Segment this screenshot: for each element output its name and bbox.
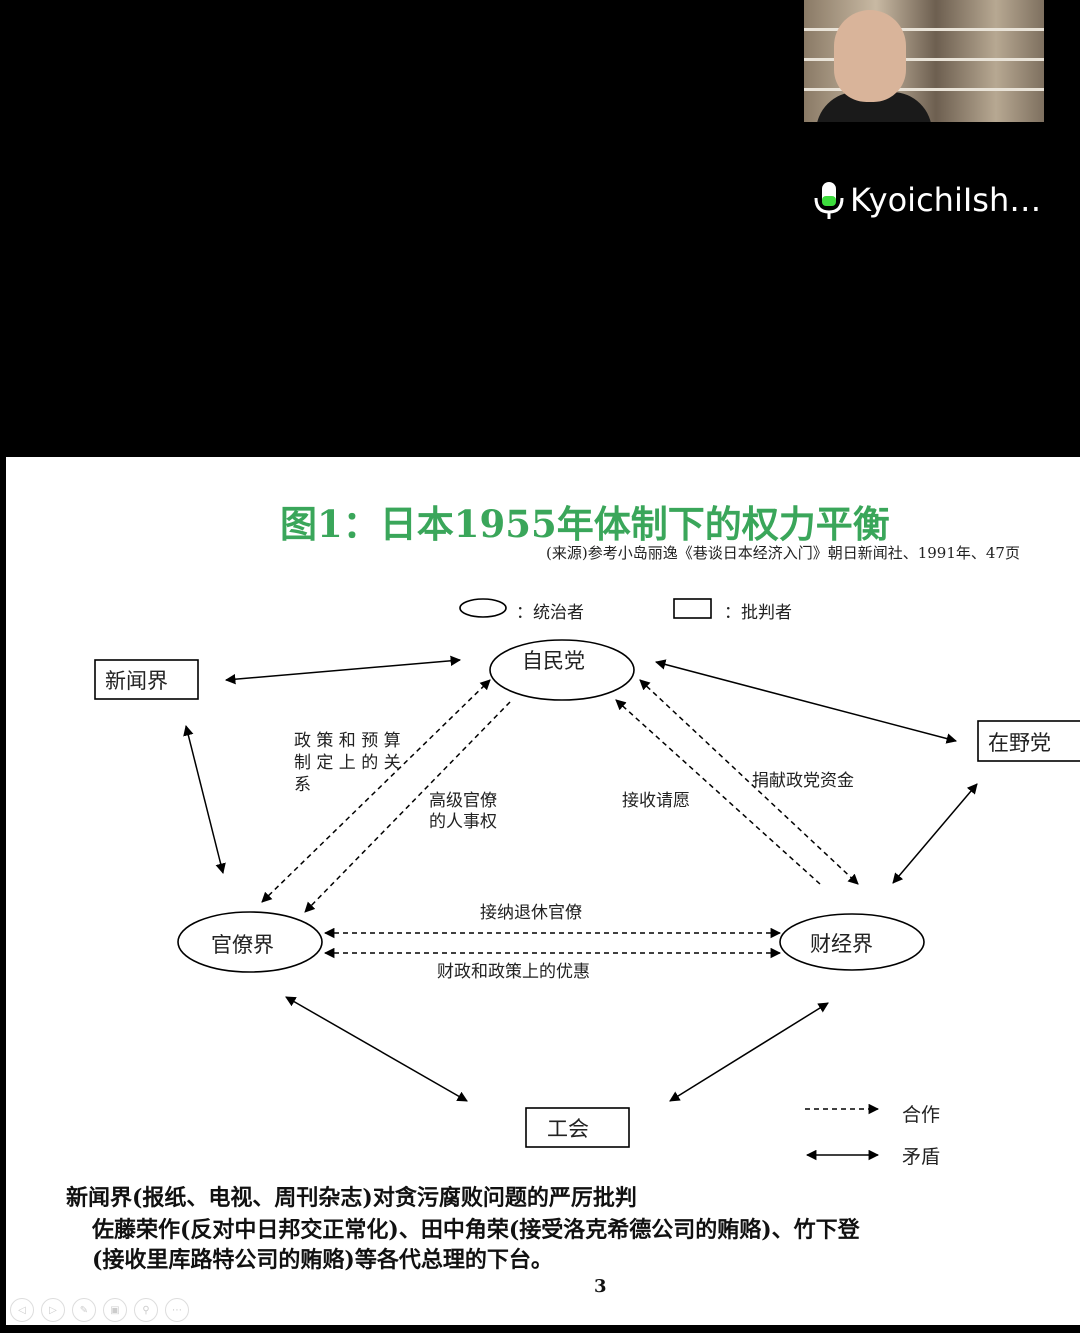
source-citation: (来源)参考小岛丽逸《巷谈日本经济入门》朝日新闻社、1991年、47页 [546, 544, 1020, 562]
bookshelf [804, 28, 1044, 31]
legend-rect-label: ：批判者 [724, 603, 792, 623]
legend-ellipse [459, 598, 507, 618]
slide-controls: ◁ ▷ ✎ ▣ ⚲ ⋯ [10, 1298, 189, 1322]
bookshelf [804, 88, 1044, 91]
dash-business-ldp-2 [639, 679, 859, 885]
node-opposition-shape [977, 720, 1080, 762]
node-press: 新闻界 [105, 669, 168, 693]
slide [6, 457, 1080, 1325]
speaker-label: KyoichiIsh… [812, 180, 1041, 220]
node-ldp: 自民党 [522, 649, 585, 673]
node-business-shape [779, 913, 925, 971]
label-policy-budget-3: 系 [294, 775, 311, 795]
person-face [834, 10, 906, 102]
footer-line-2: 佐藤荣作(反对中日邦交正常化)、田中角荣(接受洛克希德公司的贿赂)、竹下登 [92, 1217, 860, 1243]
arrow-ldp-opposition [654, 659, 958, 744]
slides-icon[interactable]: ▣ [103, 1298, 127, 1322]
node-union: 工会 [547, 1117, 589, 1141]
pen-icon[interactable]: ✎ [72, 1298, 96, 1322]
dash-ldp-bureau-2 [304, 701, 511, 913]
label-personnel-2: 的人事权 [429, 812, 497, 832]
node-press-shape [94, 659, 199, 700]
legend-solid-label: 矛盾 [902, 1146, 941, 1168]
page-number: 3 [594, 1276, 607, 1297]
node-bureaucracy-shape [177, 911, 323, 973]
arrow-business-union [669, 1002, 829, 1102]
node-bureaucracy: 官僚界 [211, 933, 274, 957]
arrow-opposition-business [892, 783, 978, 884]
legend-ellipse-label: ：统治者 [516, 603, 584, 623]
label-personnel-1: 高级官僚 [429, 791, 497, 811]
node-opposition: 在野党 [988, 731, 1051, 755]
arrow-press-ldp [224, 655, 462, 685]
legend-rect [673, 598, 712, 619]
bookshelf [804, 58, 1044, 61]
next-icon[interactable]: ▷ [41, 1298, 65, 1322]
microphone-icon [812, 180, 846, 220]
label-favors: 财政和政策上的优惠 [437, 962, 590, 982]
node-union-shape [525, 1107, 630, 1148]
zoom-icon[interactable]: ⚲ [134, 1298, 158, 1322]
label-donation: 捐献政党资金 [752, 771, 854, 791]
node-ldp-shape [489, 639, 635, 701]
label-policy-budget-2: 制 定 上 的 关 [294, 753, 401, 773]
previous-icon[interactable]: ◁ [10, 1298, 34, 1322]
label-petition: 接收请愿 [622, 791, 690, 811]
node-business: 财经界 [810, 932, 873, 956]
slide-title: 图1：日本1955年体制下的权力平衡 [280, 502, 890, 546]
arrow-bureaucracy-union [285, 996, 468, 1102]
footer-line-3: (接收里库路特公司的贿赂)等各代总理的下台。 [92, 1247, 553, 1273]
more-icon[interactable]: ⋯ [165, 1298, 189, 1322]
participant-video[interactable] [804, 0, 1044, 122]
arrow-press-bureaucracy [183, 724, 226, 875]
label-policy-budget-1: 政 策 和 预 算 [294, 731, 401, 751]
footer-line-1: 新闻界(报纸、电视、周刊杂志)对贪污腐败问题的严厉批判 [66, 1185, 637, 1211]
label-retired: 接纳退休官僚 [480, 903, 582, 923]
legend-dashed-label: 合作 [902, 1104, 941, 1126]
dash-bureau-ldp-1 [261, 679, 491, 903]
speaker-name: KyoichiIsh… [850, 181, 1042, 219]
